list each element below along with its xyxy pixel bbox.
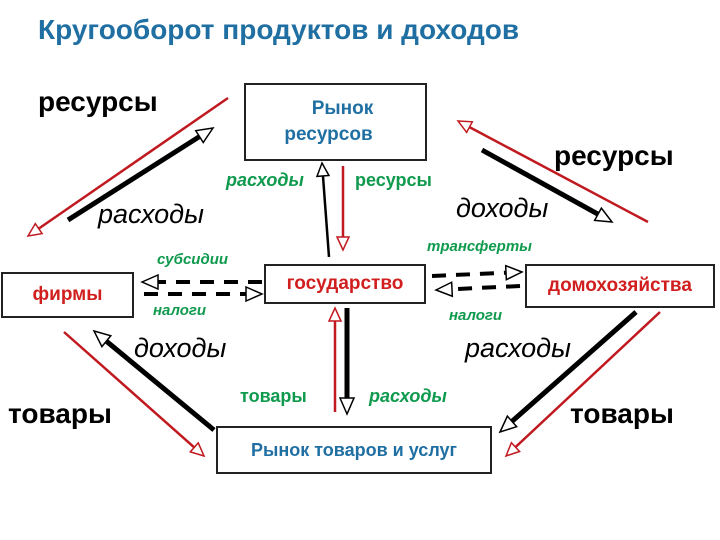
arrow-households-spending xyxy=(498,310,638,434)
resource-market-label-line2: ресурсов xyxy=(284,124,373,145)
diagram-title: Кругооборот продуктов и доходов xyxy=(38,14,520,45)
arrow-income-to-households xyxy=(480,147,614,223)
label-resources-right: ресурсы xyxy=(554,140,674,171)
label-state-resources-top: ресурсы xyxy=(355,170,432,190)
households-box: домохозяйства xyxy=(525,264,715,308)
arrow-goods-from-firms xyxy=(63,331,206,458)
label-resources-left: ресурсы xyxy=(38,86,158,117)
label-taxes-firms: налоги xyxy=(153,302,207,319)
label-transfers: трансферты xyxy=(427,238,532,255)
arrow-taxes-from-households xyxy=(434,281,521,298)
arrow-goods-to-state xyxy=(327,306,343,412)
label-goods-left: товары xyxy=(8,398,112,429)
arrow-resources-to-state xyxy=(335,166,351,252)
firms-box: фирмы xyxy=(1,272,134,318)
resource-market-label-line1: Рынок xyxy=(311,98,374,119)
arrow-taxes-from-firms xyxy=(144,285,264,303)
state-label: государство xyxy=(286,273,404,294)
arrow-resources-from-households xyxy=(456,120,649,224)
goods-market-box: Рынок товаров и услуг xyxy=(216,426,492,474)
state-box: государство xyxy=(264,264,426,304)
households-label: домохозяйства xyxy=(548,275,692,296)
label-spending-left: расходы xyxy=(98,199,204,229)
label-state-spending-bottom: расходы xyxy=(369,386,447,406)
goods-market-label: Рынок товаров и услуг xyxy=(250,439,458,460)
label-state-spending-top: расходы xyxy=(226,170,304,190)
label-income-left: доходы xyxy=(134,333,227,363)
resource-market-box: Рынок ресурсов xyxy=(244,83,427,161)
arrow-state-spending-to-goods-market xyxy=(338,308,356,416)
arrow-subsidies-to-firms xyxy=(140,273,262,291)
label-subsidies: субсидии xyxy=(157,251,229,268)
label-income-right: доходы xyxy=(456,193,549,223)
arrow-resources-to-firms xyxy=(26,96,229,238)
label-taxes-households: налоги xyxy=(449,307,503,324)
arrow-transfers-to-households xyxy=(431,264,524,281)
arrow-goods-to-households xyxy=(504,311,661,458)
firms-label: фирмы xyxy=(32,284,103,305)
arrow-income-to-firms xyxy=(92,329,216,432)
arrow-state-spending-to-resource-market xyxy=(315,161,331,258)
arrow-firms-spending-to-market xyxy=(66,126,215,223)
label-spending-right: расходы xyxy=(465,333,571,363)
label-state-goods-bottom: товары xyxy=(240,386,307,406)
label-goods-right: товары xyxy=(570,398,674,429)
